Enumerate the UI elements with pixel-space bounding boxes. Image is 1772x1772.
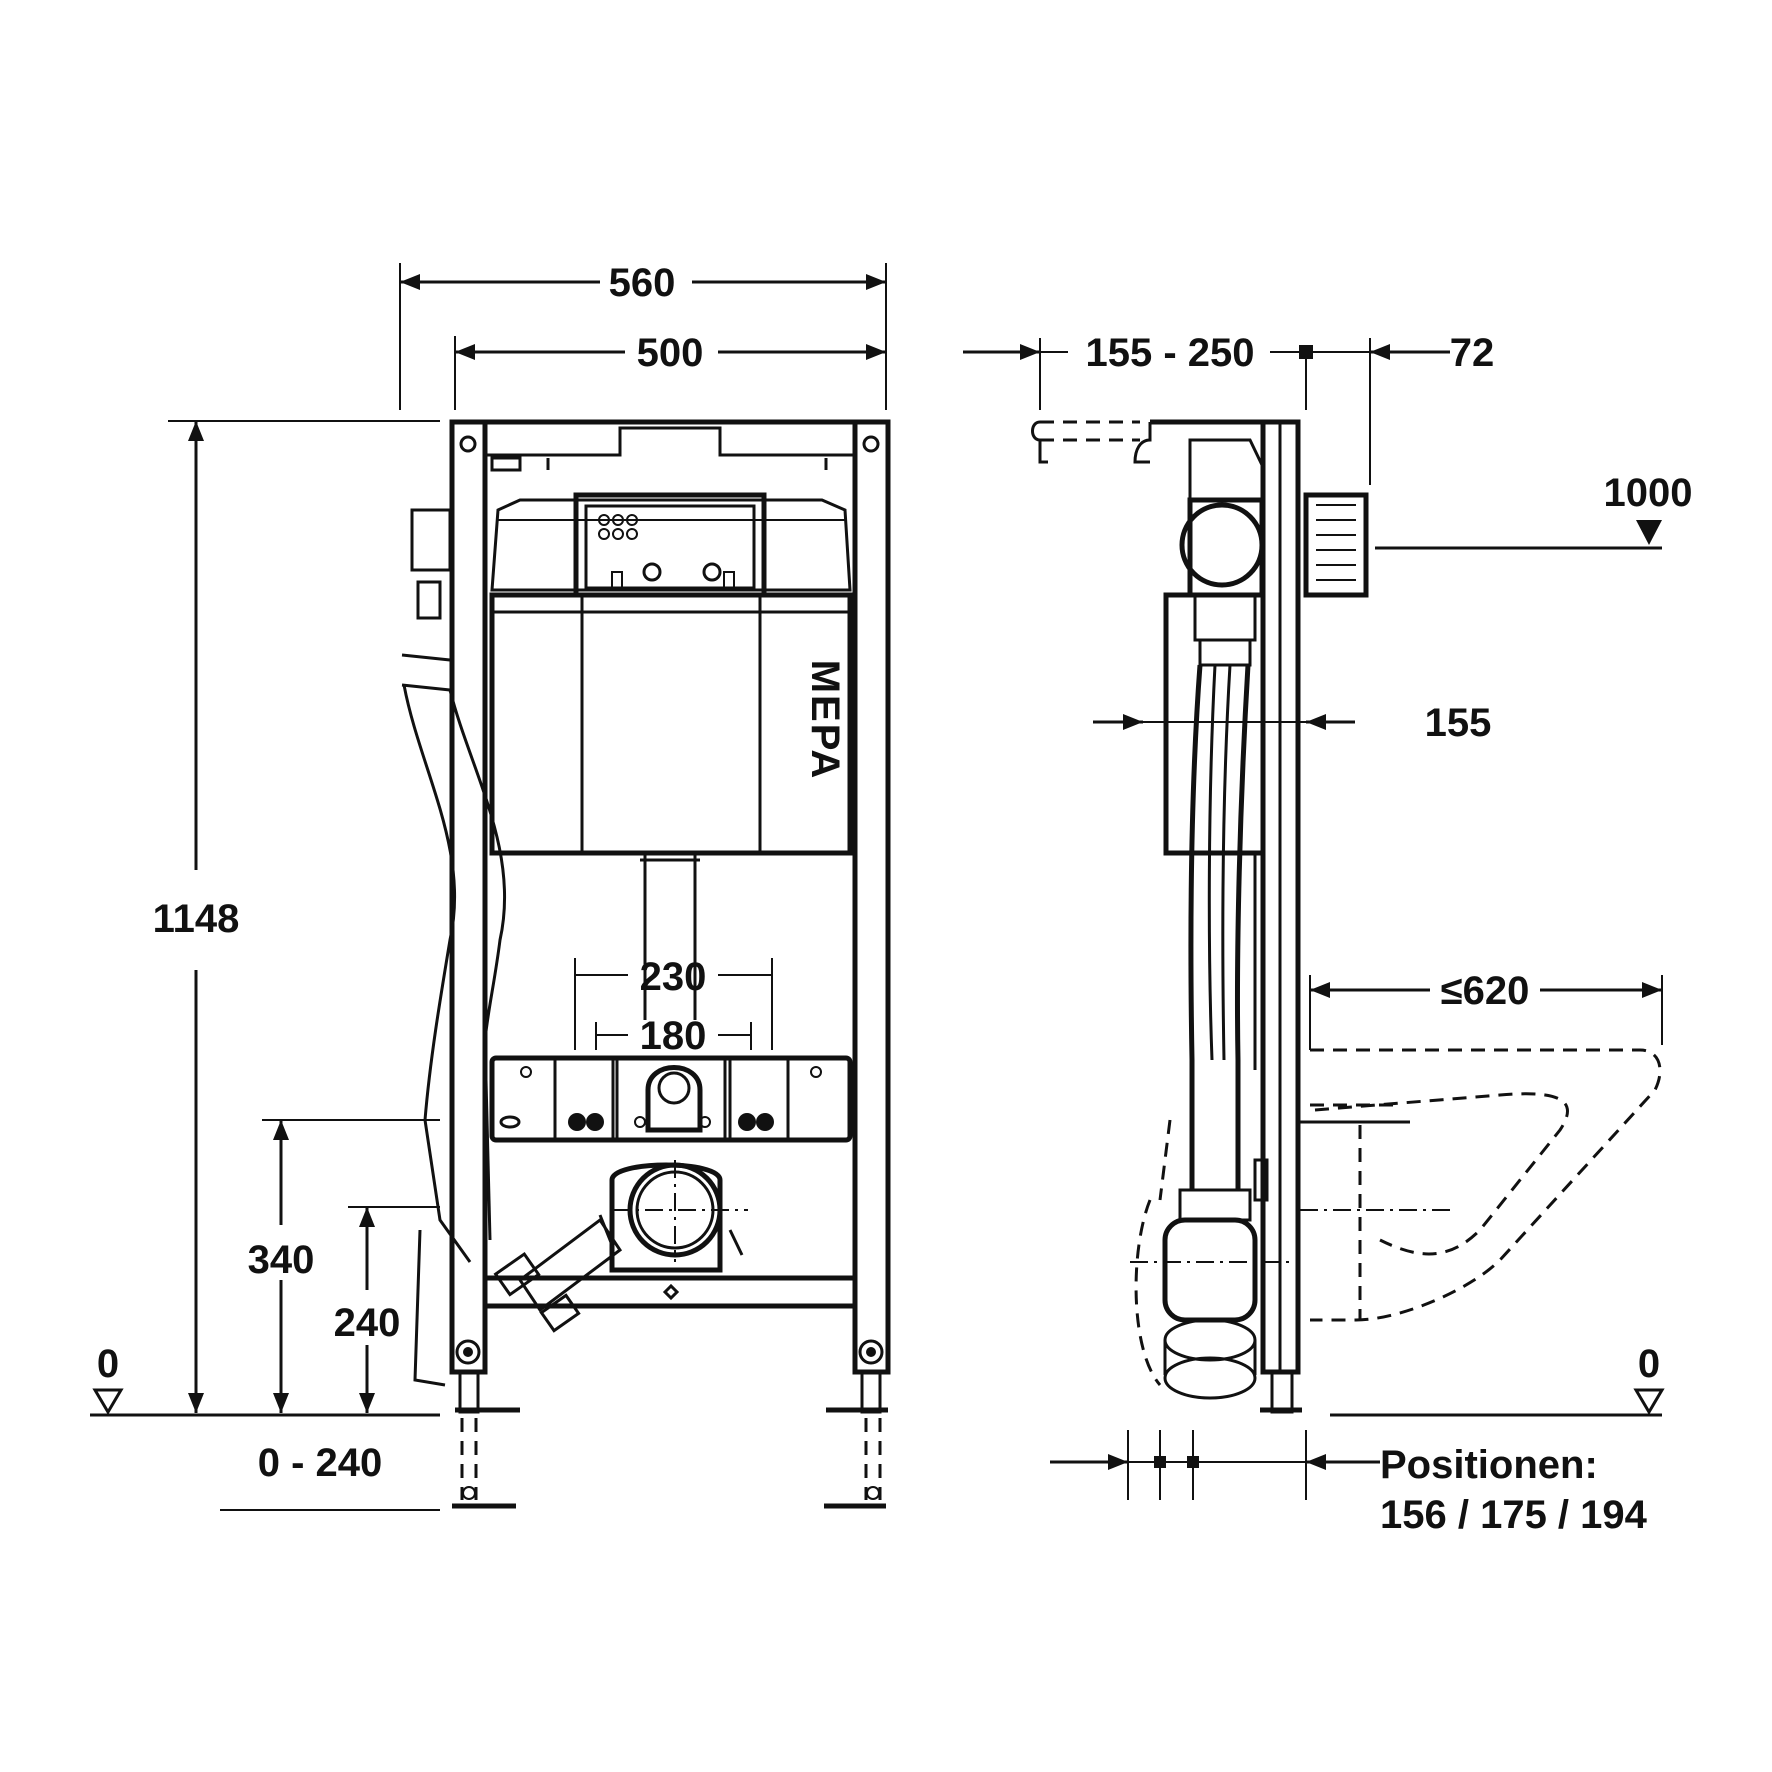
width-500-label: 500	[637, 331, 704, 375]
mepa-logo: MEPA	[803, 660, 847, 781]
height-1000-label: 1000	[1604, 471, 1693, 515]
side-frame	[1031, 419, 1369, 1414]
width-560-label: 560	[609, 261, 676, 305]
supply-hose	[402, 684, 623, 1387]
floor-level-side-label: 0	[1638, 1342, 1660, 1386]
bolt-180-label: 180	[640, 1014, 707, 1058]
mounting-rail	[489, 1055, 853, 1143]
dimension-projection-620: ≤620	[1309, 969, 1663, 1050]
dimension-width-560: 560	[399, 261, 887, 410]
floor-level-front: 0	[90, 1342, 440, 1417]
side-view: 155 - 250 72 1000 155	[963, 331, 1692, 1537]
side-drain-pipe	[1130, 664, 1290, 1400]
depth-155-250-label: 155 - 250	[1085, 331, 1254, 375]
height-240-label: 240	[334, 1301, 401, 1345]
dimension-bolt-180: 180	[595, 1014, 752, 1058]
dimension-height-340: 340	[248, 1119, 440, 1413]
dimension-height-1148: 1148	[153, 420, 440, 1413]
frame-feet	[452, 1370, 888, 1509]
dimension-positions: Positionen: 156 / 175 / 194	[1050, 1430, 1648, 1537]
dimension-depth-155-250: 155 - 250	[963, 331, 1371, 485]
height-1148-label: 1148	[153, 897, 240, 941]
projection-620-label: ≤620	[1441, 969, 1530, 1013]
side-toilet-bowl	[1300, 1048, 1662, 1322]
cistern	[401, 492, 853, 1020]
dimension-height-1000: 1000	[1375, 471, 1693, 550]
dimension-bolt-230: 230	[574, 955, 773, 1050]
pipe-155-label: 155	[1425, 701, 1492, 745]
side-cistern	[1163, 438, 1266, 856]
floor-level-side: 0	[1330, 1342, 1665, 1417]
positions-values: 156 / 175 / 194	[1380, 1493, 1648, 1537]
dimension-width-500: 500	[454, 331, 886, 410]
front-view: 560 500 1148 340 240	[90, 261, 891, 1511]
dimension-offset-72: 72	[1370, 331, 1494, 375]
frame	[449, 419, 891, 1375]
height-340-label: 340	[248, 1238, 315, 1282]
dimension-pipe-155: 155	[1093, 701, 1491, 745]
foot-adjustment-label: 0 - 240	[258, 1441, 383, 1485]
dimension-height-240: 240	[334, 1206, 440, 1413]
drain-connector	[598, 1160, 748, 1273]
positions-label: Positionen:	[1380, 1443, 1598, 1487]
dimension-foot-adjustment: 0 - 240	[220, 1441, 440, 1511]
floor-level-front-label: 0	[97, 1342, 119, 1386]
offset-72-label: 72	[1450, 331, 1495, 375]
bolt-230-label: 230	[640, 955, 707, 999]
